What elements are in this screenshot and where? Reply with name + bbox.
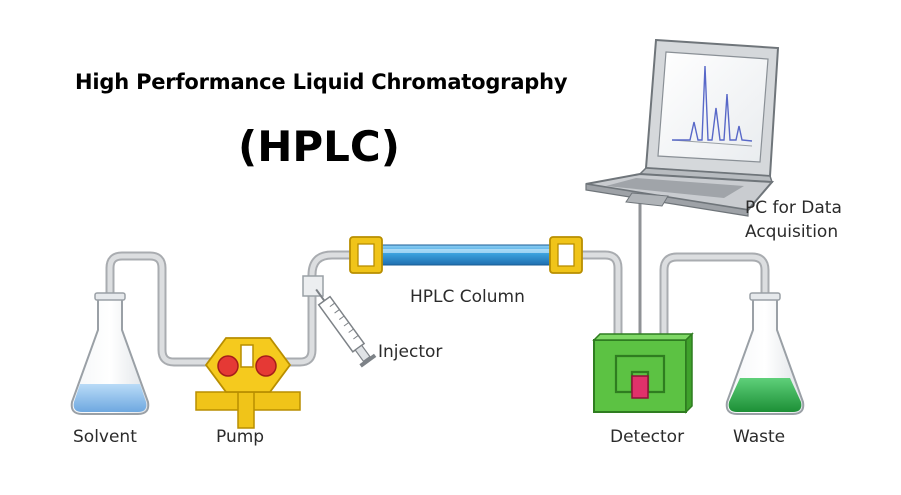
solvent-flask xyxy=(70,292,150,415)
diagram-title: High Performance Liquid Chromatography xyxy=(75,70,568,94)
detector xyxy=(592,332,694,414)
tubing xyxy=(105,183,770,367)
label-pc: PC for Data Acquisition xyxy=(745,196,842,244)
label-pc-line2: Acquisition xyxy=(745,222,839,242)
label-hplc-column: HPLC Column xyxy=(410,287,525,307)
label-detector: Detector xyxy=(610,427,685,447)
injector xyxy=(302,275,377,368)
hplc-column xyxy=(349,236,583,274)
label-injector: Injector xyxy=(378,342,443,362)
waste-flask xyxy=(725,292,805,415)
label-waste: Waste xyxy=(733,427,786,447)
label-pc-line1: PC for Data xyxy=(745,198,842,218)
detector-flow-cell xyxy=(631,375,649,399)
laptop-pc xyxy=(585,38,780,217)
label-pump: Pump xyxy=(216,427,265,447)
label-solvent: Solvent xyxy=(73,427,137,447)
chromatogram-trace xyxy=(672,65,753,142)
pump xyxy=(195,337,301,429)
diagram-subtitle: (HPLC) xyxy=(238,122,400,171)
